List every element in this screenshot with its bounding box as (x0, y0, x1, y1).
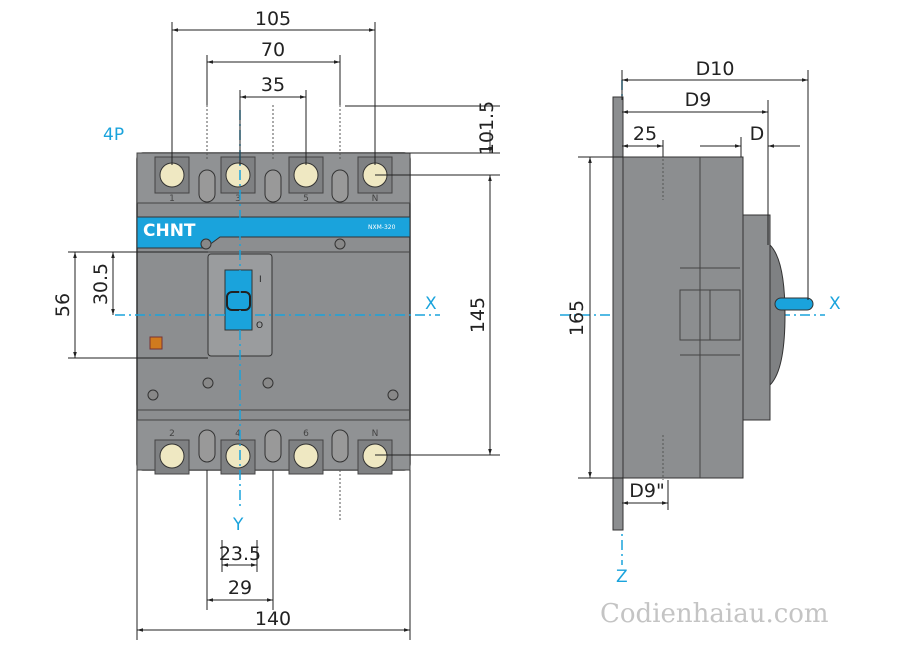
terminal-1 (159, 162, 185, 188)
dim-25: 25 (633, 123, 657, 145)
dim-23-5: 23.5 (219, 543, 261, 565)
axis-z-label: Z (616, 567, 628, 587)
dim-105: 105 (255, 8, 291, 30)
dim-d: D (750, 123, 765, 145)
brand-logo: CHNT (143, 221, 196, 241)
axis-x-label: X (425, 294, 437, 314)
terminal-label: 5 (303, 194, 309, 204)
dim-165: 165 (566, 300, 588, 336)
side-handle (774, 297, 814, 311)
dim-d9-double-prime: D9" (629, 480, 664, 502)
bottom-terminals (154, 429, 393, 475)
dim-70: 70 (261, 39, 285, 61)
model-label: NXM-320 (368, 224, 396, 231)
on-symbol: I (259, 275, 262, 285)
front-dimension-lines (68, 22, 500, 640)
terminal-label: 1 (169, 194, 175, 204)
dim-30-5: 30.5 (90, 263, 112, 305)
terminal-label: 6 (303, 429, 309, 439)
axis-x-label-side: X (829, 294, 841, 314)
dim-35: 35 (261, 74, 285, 96)
dim-29: 29 (228, 577, 252, 599)
axis-y-label: Y (232, 515, 244, 535)
terminal-3 (225, 162, 251, 188)
terminal-label: 2 (169, 429, 175, 439)
terminal-label: N (372, 194, 379, 204)
dim-145: 145 (467, 297, 489, 333)
dim-d9: D9 (685, 89, 712, 111)
terminal-5 (293, 162, 319, 188)
top-terminals (154, 156, 393, 203)
watermark: Codienhaiau.com (600, 599, 829, 629)
dim-140: 140 (255, 608, 291, 630)
terminal-label: 4 (235, 429, 241, 439)
off-symbol: O (256, 321, 263, 331)
dim-56: 56 (52, 293, 74, 317)
warning-label (149, 336, 163, 350)
front-view: 1 3 5 N CHNT NXM-320 I O (136, 105, 411, 520)
side-dimension-lines (578, 70, 809, 510)
terminal-label: N (372, 429, 379, 439)
dim-101-5: 101.5 (476, 101, 498, 155)
terminal-label: 3 (235, 194, 241, 204)
dim-d10: D10 (696, 58, 735, 80)
side-view (612, 96, 814, 531)
pole-label: 4P (103, 125, 124, 145)
